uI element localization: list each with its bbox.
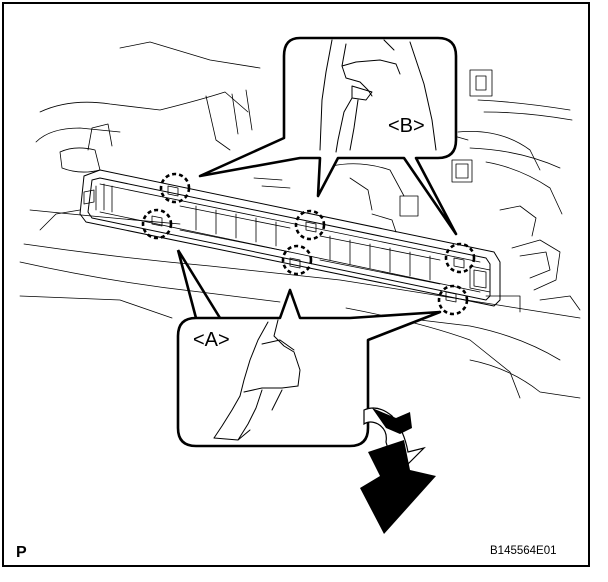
register-panel — [79, 169, 501, 307]
clip-circle-a3 — [437, 284, 469, 316]
callout-b: <B> — [198, 36, 458, 236]
callout-a: <A> — [176, 249, 442, 448]
clip-circle-b3 — [444, 242, 476, 274]
pull-direction-arrow-icon — [360, 407, 436, 534]
callout-b-label: <B> — [388, 115, 425, 137]
clip-detail-a-icon — [213, 319, 301, 441]
clip-location-circles — [141, 172, 476, 316]
clip-circle-a2 — [281, 244, 313, 276]
clip-markers — [151, 185, 465, 303]
corner-letter: P — [16, 544, 27, 561]
clip-circle-a1 — [141, 208, 173, 240]
clip-circle-b1 — [159, 172, 191, 204]
callout-a-label: <A> — [193, 329, 230, 351]
clip-circle-b2 — [294, 209, 326, 241]
dashboard-background — [19, 41, 581, 399]
clip-detail-b-icon — [319, 39, 437, 153]
figure-code: B145564E01 — [490, 545, 557, 557]
